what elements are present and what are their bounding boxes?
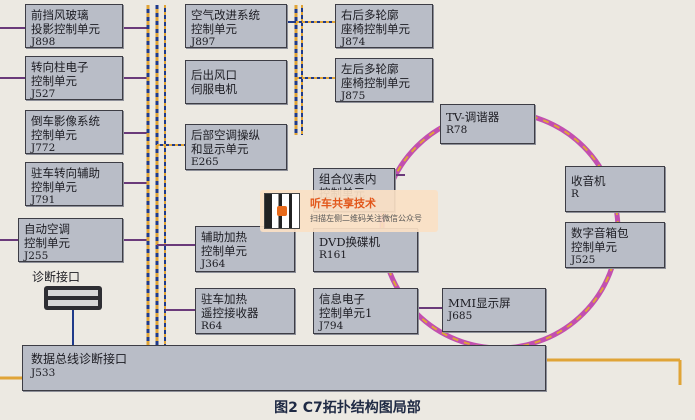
j525-label-1: 数字音箱包 (571, 226, 629, 240)
j897-code: J897 (191, 36, 216, 48)
j898-label-1: 前挡风玻璃 (31, 8, 89, 22)
box-r161: DVD换碟机 R161 (313, 228, 418, 272)
j772-label-2: 控制单元 (31, 128, 77, 143)
fan-label-2: 伺服电机 (191, 82, 237, 97)
j897-label-1: 空气改进系统 (191, 8, 260, 22)
j794-code: J794 (319, 320, 344, 333)
box-radio: 收音机 R (565, 166, 665, 212)
box-j685: MMI显示屏 J685 (442, 288, 546, 332)
j255-label-2: 控制单元 (24, 236, 70, 251)
box-j874: 右后多轮廓 座椅控制单元 J874 (335, 4, 433, 48)
j525-code: J525 (571, 254, 596, 267)
box-j875: 左后多轮廓 座椅控制单元 J875 (335, 58, 433, 102)
j791-label-2: 控制单元 (31, 180, 77, 195)
j874-label-2: 座椅控制单元 (341, 22, 410, 37)
watermark-title: 听车共享技术 (310, 197, 376, 210)
obd-connector-icon (44, 286, 102, 345)
figure-caption: 图2 C7拓扑结构图局部 (274, 400, 421, 416)
j898-label-2: 投影控制单元 (31, 22, 100, 37)
j255-code: J255 (24, 250, 49, 262)
r64-code: R64 (201, 320, 223, 333)
j875-code: J875 (341, 90, 366, 102)
j527-label-1: 转向柱电子 (31, 60, 89, 74)
j791-code: J791 (31, 194, 56, 206)
box-rear-vent-servo: 后出风口 伺服电机 (185, 60, 287, 104)
watermark-banner: 听车共享技术 扫描左侧二维码关注微信公众号 (260, 190, 438, 232)
j898-code: J898 (31, 36, 56, 48)
j772-code: J772 (31, 142, 56, 154)
j772-label-1: 倒车影像系统 (31, 114, 100, 128)
r64-label-2: 遥控接收器 (201, 306, 259, 321)
box-j364: 辅助加热 控制单元 J364 (195, 226, 295, 272)
j527-code: J527 (31, 88, 56, 100)
box-j794: 信息电子 控制单元1 J794 (313, 288, 418, 334)
r64-label-1: 驻车加热 (201, 292, 247, 306)
climate-bus (157, 5, 195, 345)
j527-label-2: 控制单元 (31, 74, 77, 89)
e265-label-1: 后部空调操纵 (191, 128, 260, 142)
box-j791: 驻车转向辅助 控制单元 J791 (25, 162, 123, 206)
j533-label-1: 数据总线诊断接口 (31, 352, 128, 366)
r78-label-1: TV-调谐器 (446, 110, 500, 124)
watermark-subtitle: 扫描左侧二维码关注微信公众号 (310, 214, 422, 223)
diagnostic-port-label: 诊断接口 (32, 270, 81, 284)
seat-bus (157, 5, 335, 146)
j533-code: J533 (31, 366, 56, 379)
j897-label-2: 控制单元 (191, 22, 237, 37)
e265-label-2: 和显示单元 (191, 142, 249, 157)
box-j898: 前挡风玻璃 投影控制单元 J898 (25, 4, 123, 48)
j874-code: J874 (341, 36, 366, 48)
j364-label-2: 控制单元 (201, 244, 247, 259)
box-j533: 数据总线诊断接口 J533 (22, 345, 546, 391)
r161-label-1: DVD换碟机 (319, 235, 381, 249)
box-j897: 空气改进系统 控制单元 J897 (185, 4, 287, 48)
j875-label-2: 座椅控制单元 (341, 76, 410, 91)
box-j255: 自动空调 控制单元 J255 (18, 218, 123, 262)
radio-label-1: 收音机 (571, 174, 606, 188)
left-branch-wires (0, 27, 148, 241)
j364-code: J364 (201, 258, 226, 271)
j874-label-1: 右后多轮廓 (341, 8, 399, 22)
j364-label-1: 辅助加热 (201, 230, 247, 244)
j794-label-2: 控制单元1 (319, 306, 373, 321)
fan-label-1: 后出风口 (191, 68, 237, 82)
e265-code: E265 (191, 156, 219, 169)
j525-label-2: 控制单元 (571, 240, 617, 255)
box-e265: 后部空调操纵 和显示单元 E265 (185, 124, 287, 170)
j685-code: J685 (448, 310, 473, 323)
box-r64: 驻车加热 遥控接收器 R64 (195, 288, 295, 334)
cluster-label-1: 组合仪表内 (319, 172, 377, 186)
can-bus-trunk (146, 5, 159, 345)
radio-code: R (571, 188, 579, 201)
box-j772: 倒车影像系统 控制单元 J772 (25, 110, 123, 154)
box-j525: 数字音箱包 控制单元 J525 (565, 222, 665, 268)
j794-label-1: 信息电子 (319, 292, 365, 306)
qr-code-icon (264, 193, 300, 229)
r161-code: R161 (319, 249, 347, 262)
j875-label-1: 左后多轮廓 (341, 62, 399, 76)
gateway-bus (0, 358, 682, 385)
r78-code: R78 (446, 124, 468, 137)
j255-label-1: 自动空调 (24, 222, 70, 236)
j685-label-1: MMI显示屏 (448, 296, 511, 310)
box-j527: 转向柱电子 控制单元 J527 (25, 56, 123, 100)
box-r78: TV-调谐器 R78 (440, 104, 535, 144)
j791-label-1: 驻车转向辅助 (31, 166, 100, 180)
